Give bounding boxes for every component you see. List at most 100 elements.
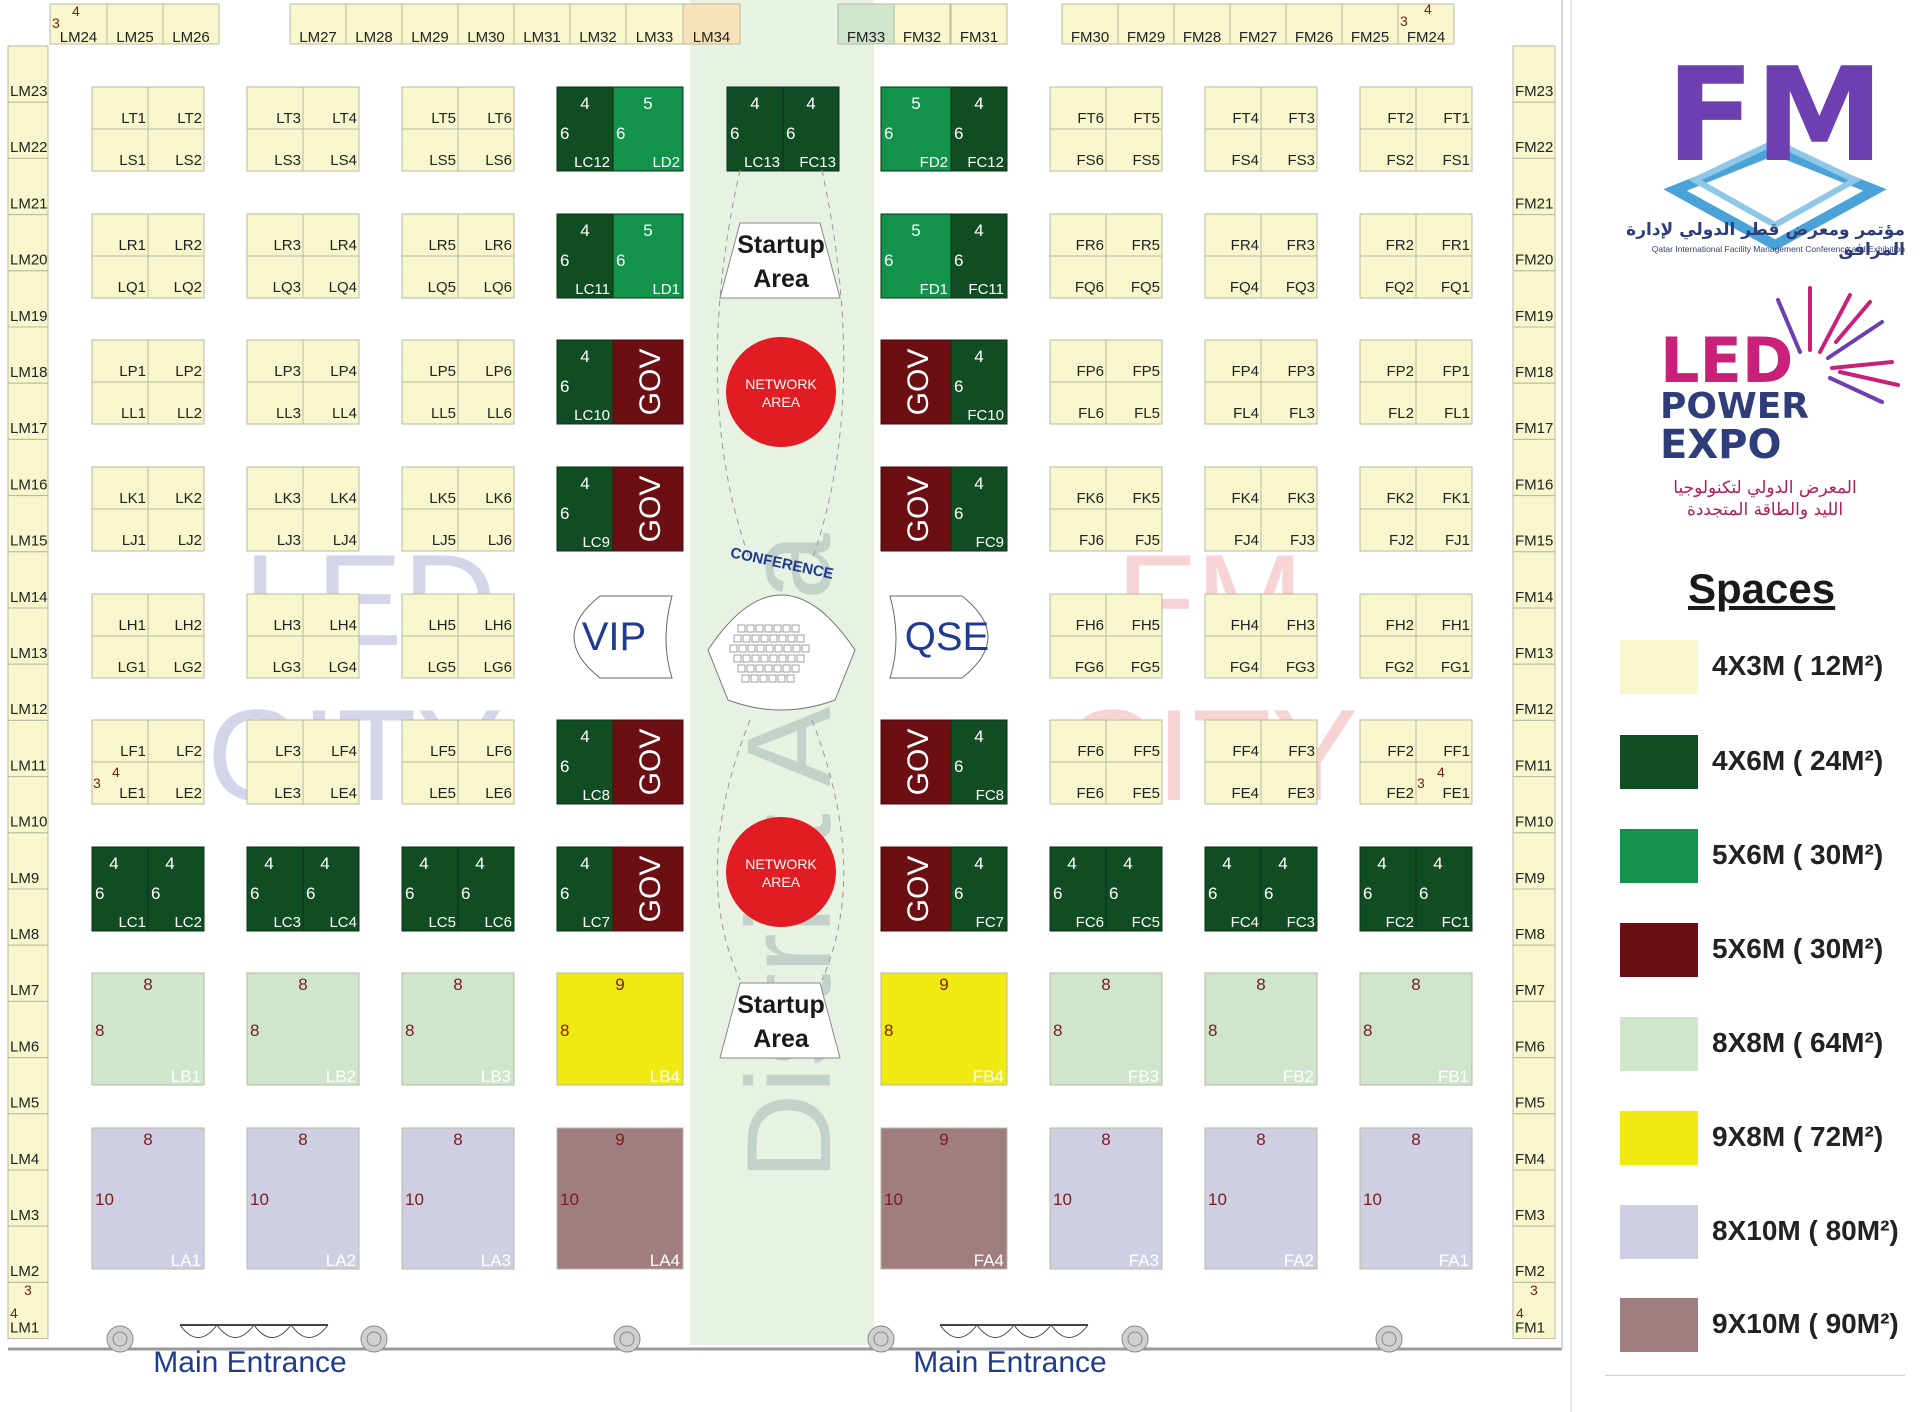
- booth-small-right: [1204, 761, 1262, 805]
- booth-label: LH5: [428, 617, 456, 634]
- booth-small-left: [457, 255, 515, 299]
- booth-dim-label: 4: [72, 3, 80, 19]
- booth-dim-label: 6: [884, 124, 893, 143]
- booth-small-left: [302, 339, 360, 383]
- booth-label: FK6: [1076, 490, 1104, 507]
- booth-label: LQ4: [329, 279, 357, 296]
- booth-dim-label: 9: [939, 975, 948, 994]
- booth-lm-side: [7, 270, 49, 328]
- booth-dim-label: 4: [1516, 1305, 1524, 1321]
- booth-dim-label: 8: [884, 1021, 893, 1040]
- booth-label: LK4: [330, 490, 357, 507]
- booth-label: FL6: [1078, 405, 1104, 422]
- booth-dim-label: 4: [10, 1305, 18, 1321]
- booth-gov: [612, 339, 684, 425]
- booth-label: LM3: [10, 1207, 39, 1224]
- legend-swatch: [1620, 1205, 1698, 1259]
- booth-dim-label: 5: [911, 94, 920, 113]
- booth-dim-label: 6: [151, 884, 160, 903]
- booth-dim-label: 4: [580, 221, 589, 240]
- gov-label: GOV: [902, 476, 935, 543]
- booth-small-right: [1049, 255, 1107, 299]
- booth-b-right: [1204, 972, 1318, 1086]
- booth-label: LD2: [652, 154, 680, 171]
- booth-label: LJ4: [333, 532, 357, 549]
- booth-dim-label: 8: [298, 975, 307, 994]
- booth-small-right: [1105, 255, 1163, 299]
- network-area-circle: [726, 337, 836, 447]
- booth-small-left: [147, 466, 205, 510]
- booth-label: FM23: [1515, 83, 1553, 100]
- booth-label: FM28: [1183, 29, 1221, 46]
- booth-a-right: [1049, 1127, 1163, 1270]
- booth-small-left: [91, 213, 149, 257]
- conference-seat: [801, 644, 810, 653]
- booth-label: LH3: [273, 617, 301, 634]
- booth-label: LJ1: [122, 532, 146, 549]
- booth-dim-label: 4: [1437, 764, 1445, 780]
- booth-lm-top: [625, 3, 684, 45]
- booth-label: FM25: [1351, 29, 1389, 46]
- booth-label: LC12: [574, 154, 610, 171]
- booth-label: FE4: [1231, 785, 1259, 802]
- booth-small-right: [1260, 761, 1318, 805]
- booth-label: LA2: [326, 1251, 356, 1270]
- conference-seat: [733, 654, 742, 663]
- booth-label: FM31: [960, 29, 998, 46]
- booth-small-left: [147, 508, 205, 552]
- booth-dim-label: 6: [560, 377, 569, 396]
- booth-4x6-left: [246, 846, 304, 932]
- booth-fm-side: [1512, 1000, 1556, 1059]
- booth-dim-label: 6: [786, 124, 795, 143]
- booth-label: LS5: [429, 152, 456, 169]
- booth-small-right: [1204, 508, 1262, 552]
- booth-label: LQ2: [174, 279, 202, 296]
- conference-seat: [729, 644, 738, 653]
- entrance-door-arc: [290, 1324, 329, 1338]
- booth-label: FC2: [1386, 914, 1414, 931]
- booth-dim-label: 8: [1411, 1130, 1420, 1149]
- booth-label: FT5: [1133, 110, 1160, 127]
- booth-label: LC11: [575, 281, 610, 298]
- booth-label: LA1: [171, 1251, 201, 1270]
- booth-label: LF4: [331, 743, 357, 760]
- booth-label: FL3: [1289, 405, 1315, 422]
- booth-label: FQ4: [1230, 279, 1259, 296]
- booth-label: LM15: [10, 533, 48, 550]
- booth-small-left: [91, 466, 149, 510]
- booth-label: LL5: [431, 405, 456, 422]
- booth-label: LC10: [574, 407, 610, 424]
- conference-seat: [756, 644, 765, 653]
- booth-label: FR6: [1076, 237, 1104, 254]
- booth-label: LM1: [10, 1319, 39, 1336]
- booth-dim-label: 10: [884, 1190, 903, 1209]
- conference-seat: [760, 654, 769, 663]
- booth-dim-label: 8: [1053, 1021, 1062, 1040]
- booth-small-right: [1260, 255, 1318, 299]
- booth-4x6-left: [91, 846, 149, 932]
- booth-b-right: [880, 972, 1008, 1086]
- booth-lm-top: [401, 3, 459, 45]
- booth-dim-label: 6: [560, 124, 569, 143]
- booth-label: FR1: [1442, 237, 1470, 254]
- booth-b-right: [1359, 972, 1473, 1086]
- conference-seat: [746, 664, 755, 673]
- booth-label: LC1: [118, 914, 146, 931]
- booth-dim-label: 8: [453, 1130, 462, 1149]
- legend-label: 8X10M ( 80M²): [1712, 1215, 1899, 1246]
- booth-lc: [556, 466, 614, 552]
- booth-fm-side: [1512, 1169, 1556, 1227]
- booth-label: FM9: [1515, 870, 1545, 887]
- booth-label: LS1: [119, 152, 146, 169]
- booth-label: LP3: [274, 363, 301, 380]
- booth-label: FB1: [1438, 1067, 1469, 1086]
- booth-dim-label: 6: [1208, 884, 1217, 903]
- booth-small-left: [457, 761, 515, 805]
- booth-label: FM30: [1071, 29, 1109, 46]
- booth-label: FK3: [1287, 490, 1315, 507]
- booth-label: LC6: [484, 914, 512, 931]
- conference-seat: [741, 674, 750, 683]
- booth-label: LM24: [60, 29, 98, 46]
- booth-label: LS3: [274, 152, 301, 169]
- booth-b-left: [91, 972, 205, 1086]
